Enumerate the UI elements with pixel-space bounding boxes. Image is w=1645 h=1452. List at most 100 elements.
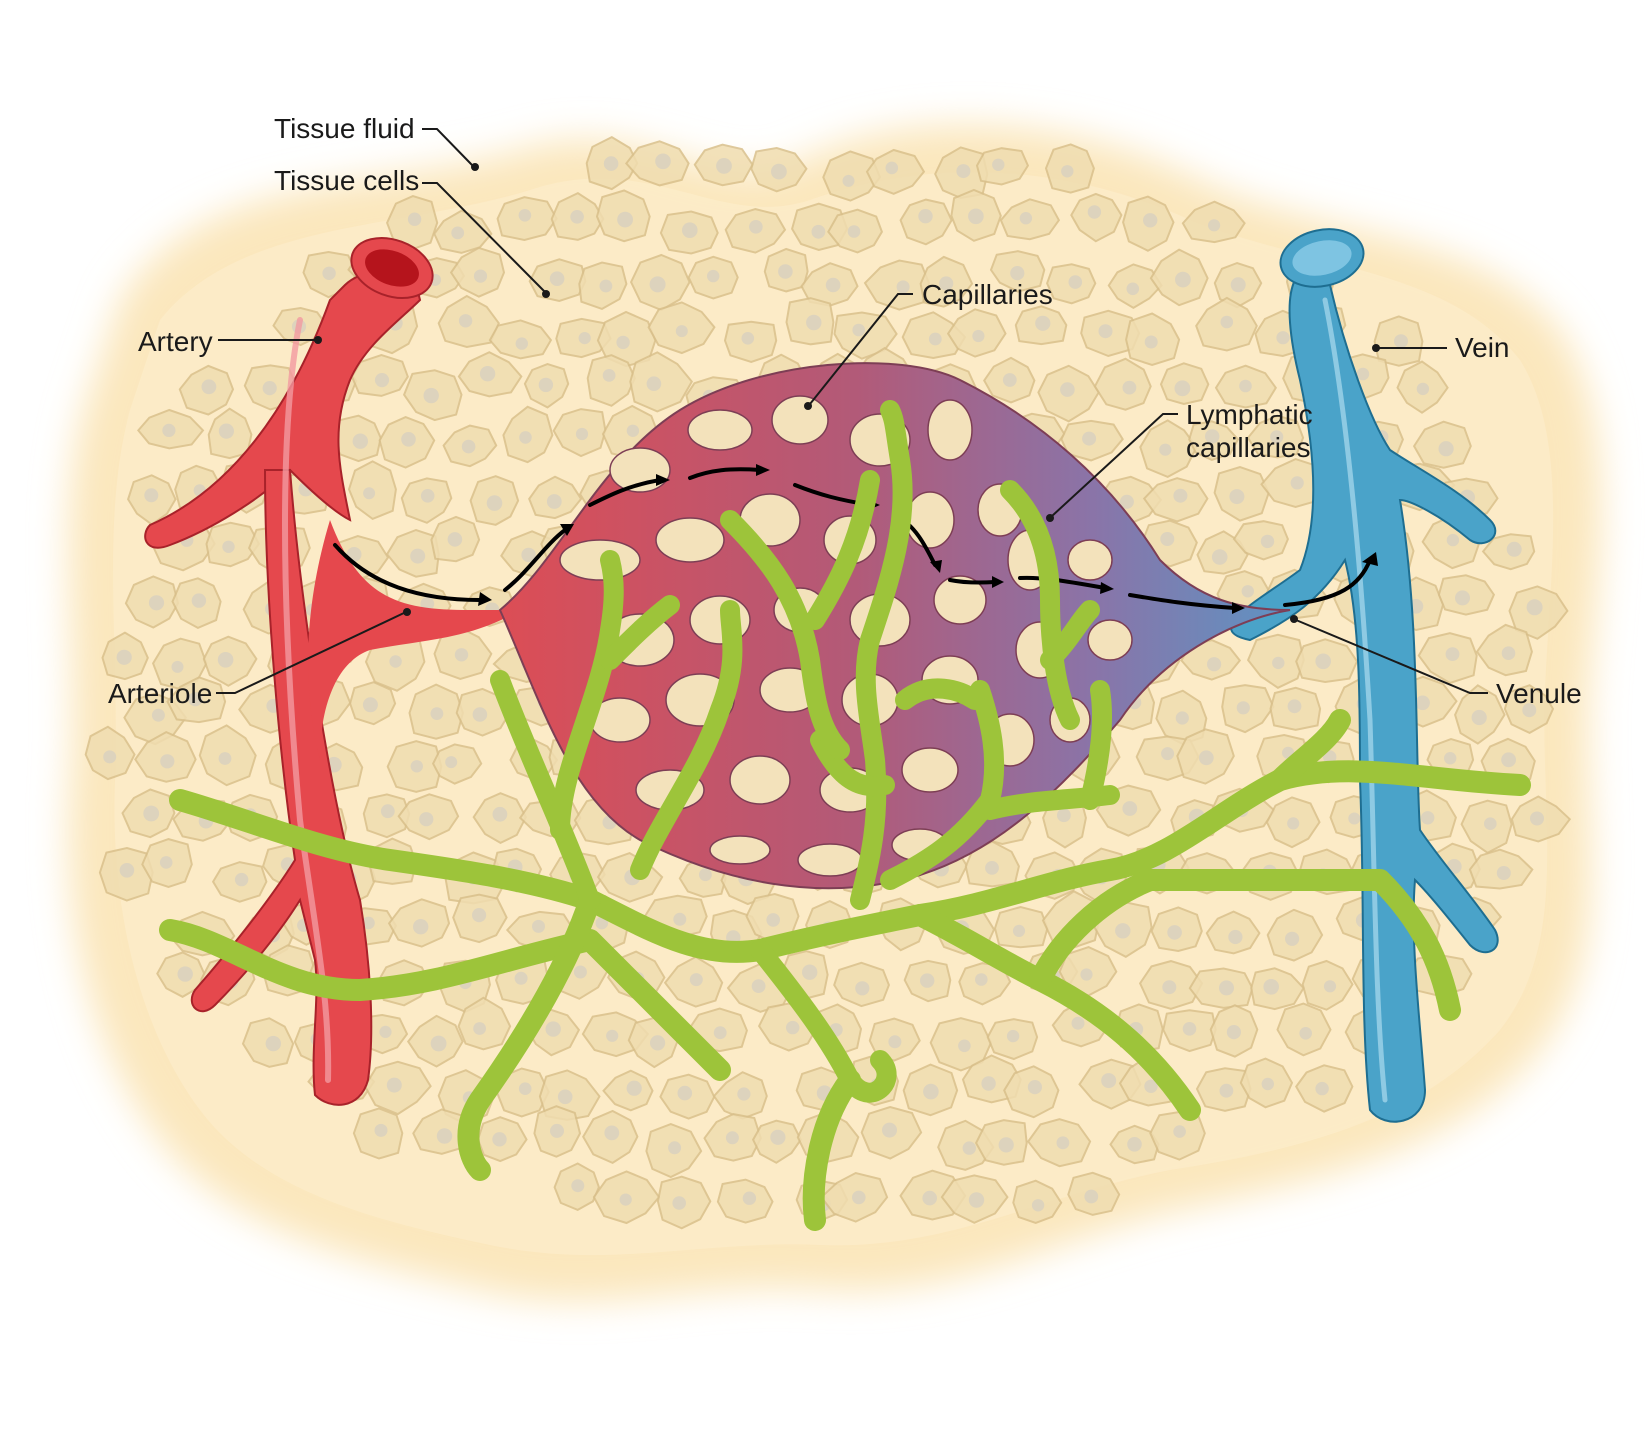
- cell-nucleus: [958, 1039, 971, 1053]
- cell-nucleus: [1144, 1079, 1158, 1094]
- cell-nucleus: [1162, 980, 1177, 995]
- cell-nucleus: [619, 1193, 632, 1206]
- cell-nucleus: [1394, 334, 1408, 349]
- cell-nucleus: [1061, 165, 1074, 178]
- cell-nucleus: [968, 1192, 985, 1208]
- cell-nucleus: [1161, 747, 1175, 761]
- cell-nucleus: [811, 224, 826, 239]
- cell-nucleus: [410, 760, 423, 773]
- cell-nucleus: [201, 379, 217, 395]
- cell-nucleus: [1226, 1025, 1241, 1040]
- cell-nucleus: [1087, 205, 1102, 219]
- cell-nucleus: [1285, 931, 1300, 946]
- cell-nucleus: [1323, 980, 1337, 993]
- cell-nucleus: [626, 1080, 642, 1096]
- cell-nucleus: [1080, 968, 1093, 981]
- cell-nucleus: [374, 1123, 388, 1137]
- label-vein: Vein: [1372, 332, 1510, 363]
- cell-nucleus: [1263, 979, 1279, 995]
- cell-nucleus: [160, 754, 175, 769]
- cell-nucleus: [1446, 533, 1460, 547]
- capillaries-label: Capillaries: [922, 279, 1053, 310]
- cell-nucleus: [1027, 1080, 1042, 1095]
- cell-nucleus: [575, 427, 589, 441]
- artery-label: Artery: [138, 326, 213, 357]
- cell-nucleus: [1160, 532, 1175, 546]
- cell-nucleus: [673, 912, 687, 926]
- tissue-cell: [1093, 357, 1152, 411]
- cell-nucleus: [407, 212, 422, 226]
- cell-nucleus: [1056, 1136, 1070, 1150]
- cell-nucleus: [557, 1089, 573, 1105]
- cell-nucleus: [1175, 711, 1189, 725]
- cell-nucleus: [473, 269, 488, 283]
- cell-nucleus: [599, 279, 613, 293]
- cell-nucleus: [1182, 1022, 1197, 1036]
- cell-nucleus: [514, 971, 528, 985]
- cell-nucleus: [1219, 1083, 1234, 1098]
- cell-nucleus: [725, 1131, 739, 1145]
- cell-nucleus: [519, 431, 532, 444]
- capillary-gap: [1087, 619, 1133, 661]
- venule-label: Venule: [1496, 678, 1582, 709]
- cell-nucleus: [1241, 585, 1255, 598]
- cell-nucleus: [649, 276, 666, 293]
- cell-nucleus: [413, 919, 429, 935]
- cell-nucleus: [1530, 811, 1544, 826]
- cell-nucleus: [515, 337, 528, 350]
- cell-nucleus: [1220, 315, 1234, 329]
- cell-nucleus: [1496, 866, 1511, 880]
- cell-nucleus: [778, 264, 793, 279]
- tissue-fluid-label: Tissue fluid: [274, 113, 415, 144]
- cell-nucleus: [1348, 812, 1361, 825]
- cell-nucleus: [1471, 709, 1487, 726]
- cell-nucleus: [1098, 324, 1113, 339]
- cell-nucleus: [458, 314, 473, 328]
- cell-nucleus: [786, 1020, 800, 1035]
- cell-nucleus: [1122, 801, 1138, 816]
- cell-nucleus: [1421, 811, 1435, 825]
- cell-nucleus: [116, 649, 132, 665]
- cell-nucleus: [956, 164, 971, 179]
- cell-nucleus: [1071, 1016, 1085, 1030]
- cell-nucleus: [672, 1196, 686, 1210]
- cell-nucleus: [1126, 282, 1140, 296]
- cell-nucleus: [571, 1179, 585, 1193]
- cell-nucleus: [518, 1082, 532, 1095]
- cell-nucleus: [713, 1026, 727, 1040]
- cell-nucleus: [1229, 489, 1245, 505]
- cell-nucleus: [521, 547, 536, 563]
- cell-nucleus: [362, 916, 375, 930]
- cell-nucleus: [716, 158, 732, 174]
- cell-nucleus: [419, 812, 434, 827]
- cell-nucleus: [928, 332, 942, 346]
- cell-nucleus: [852, 1190, 866, 1205]
- cell-nucleus: [1444, 752, 1457, 765]
- cell-nucleus: [1084, 1189, 1099, 1204]
- cell-nucleus: [918, 209, 933, 224]
- cell-nucleus: [1002, 373, 1017, 387]
- cell-nucleus: [451, 226, 465, 240]
- cell-nucleus: [171, 660, 184, 673]
- cell-nucleus: [1484, 817, 1497, 830]
- cell-nucleus: [410, 548, 426, 564]
- cell-nucleus: [380, 804, 395, 819]
- cell-nucleus: [532, 919, 545, 933]
- cell-nucleus: [677, 1085, 693, 1101]
- cell-nucleus: [191, 593, 207, 608]
- cell-nucleus: [1068, 275, 1083, 289]
- cell-nucleus: [1501, 646, 1516, 660]
- cell-nucleus: [617, 211, 633, 228]
- cell-nucleus: [742, 1191, 757, 1205]
- cell-nucleus: [972, 329, 985, 343]
- cell-nucleus: [1159, 443, 1172, 456]
- capillary-gap: [927, 399, 973, 461]
- cell-nucleus: [538, 377, 554, 393]
- cell-nucleus: [1315, 1081, 1329, 1096]
- tissue-cell: [431, 743, 483, 785]
- cell-nucleus: [1219, 980, 1234, 996]
- cell-nucleus: [1173, 1125, 1186, 1138]
- cell-nucleus: [546, 494, 562, 509]
- cell-nucleus: [518, 209, 532, 222]
